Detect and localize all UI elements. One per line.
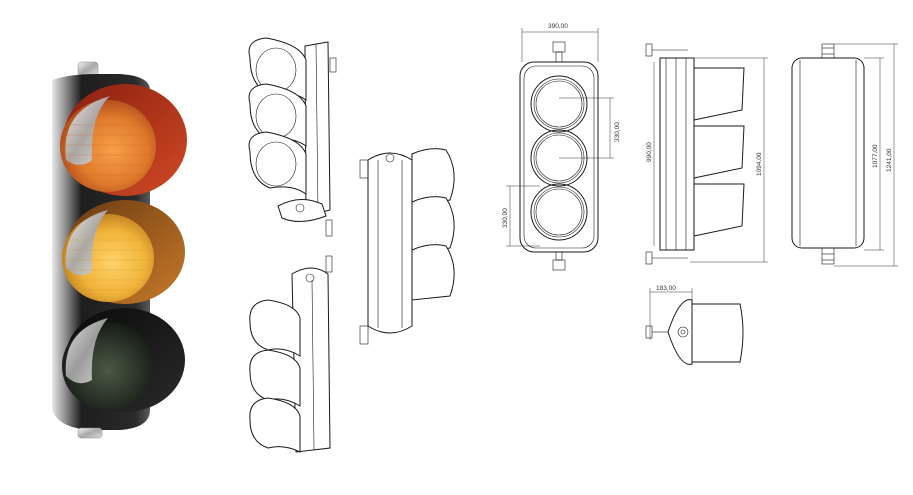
traffic-light-photo — [52, 61, 187, 439]
side-view: 990,00 1094,00 — [645, 43, 768, 265]
back-view: 1077,00 1241,00 — [791, 43, 898, 267]
side-body-height-dimension: 990,00 — [646, 142, 653, 162]
back-overall-height-dimension: 1241,00 — [886, 148, 893, 172]
isometric-view-upper — [248, 37, 337, 237]
front-view: 390,00 330,00 330,00 — [502, 23, 621, 271]
isometric-view-rear — [359, 148, 455, 345]
back-body-height-dimension: 1077,00 — [872, 144, 879, 168]
front-lens-spacing-dimension: 330,00 — [614, 122, 621, 142]
yellow-lamp — [62, 200, 185, 304]
top-depth-dimension: 183,00 — [656, 285, 676, 292]
side-overall-height-dimension: 1094,00 — [756, 152, 763, 176]
red-lamp — [60, 84, 187, 196]
top-view: 183,00 — [645, 285, 744, 365]
front-width-dimension: 390,00 — [548, 23, 568, 30]
isometric-view-lower — [249, 255, 333, 453]
green-lamp — [62, 308, 185, 412]
front-lower-spacing-dimension: 330,00 — [502, 208, 509, 228]
